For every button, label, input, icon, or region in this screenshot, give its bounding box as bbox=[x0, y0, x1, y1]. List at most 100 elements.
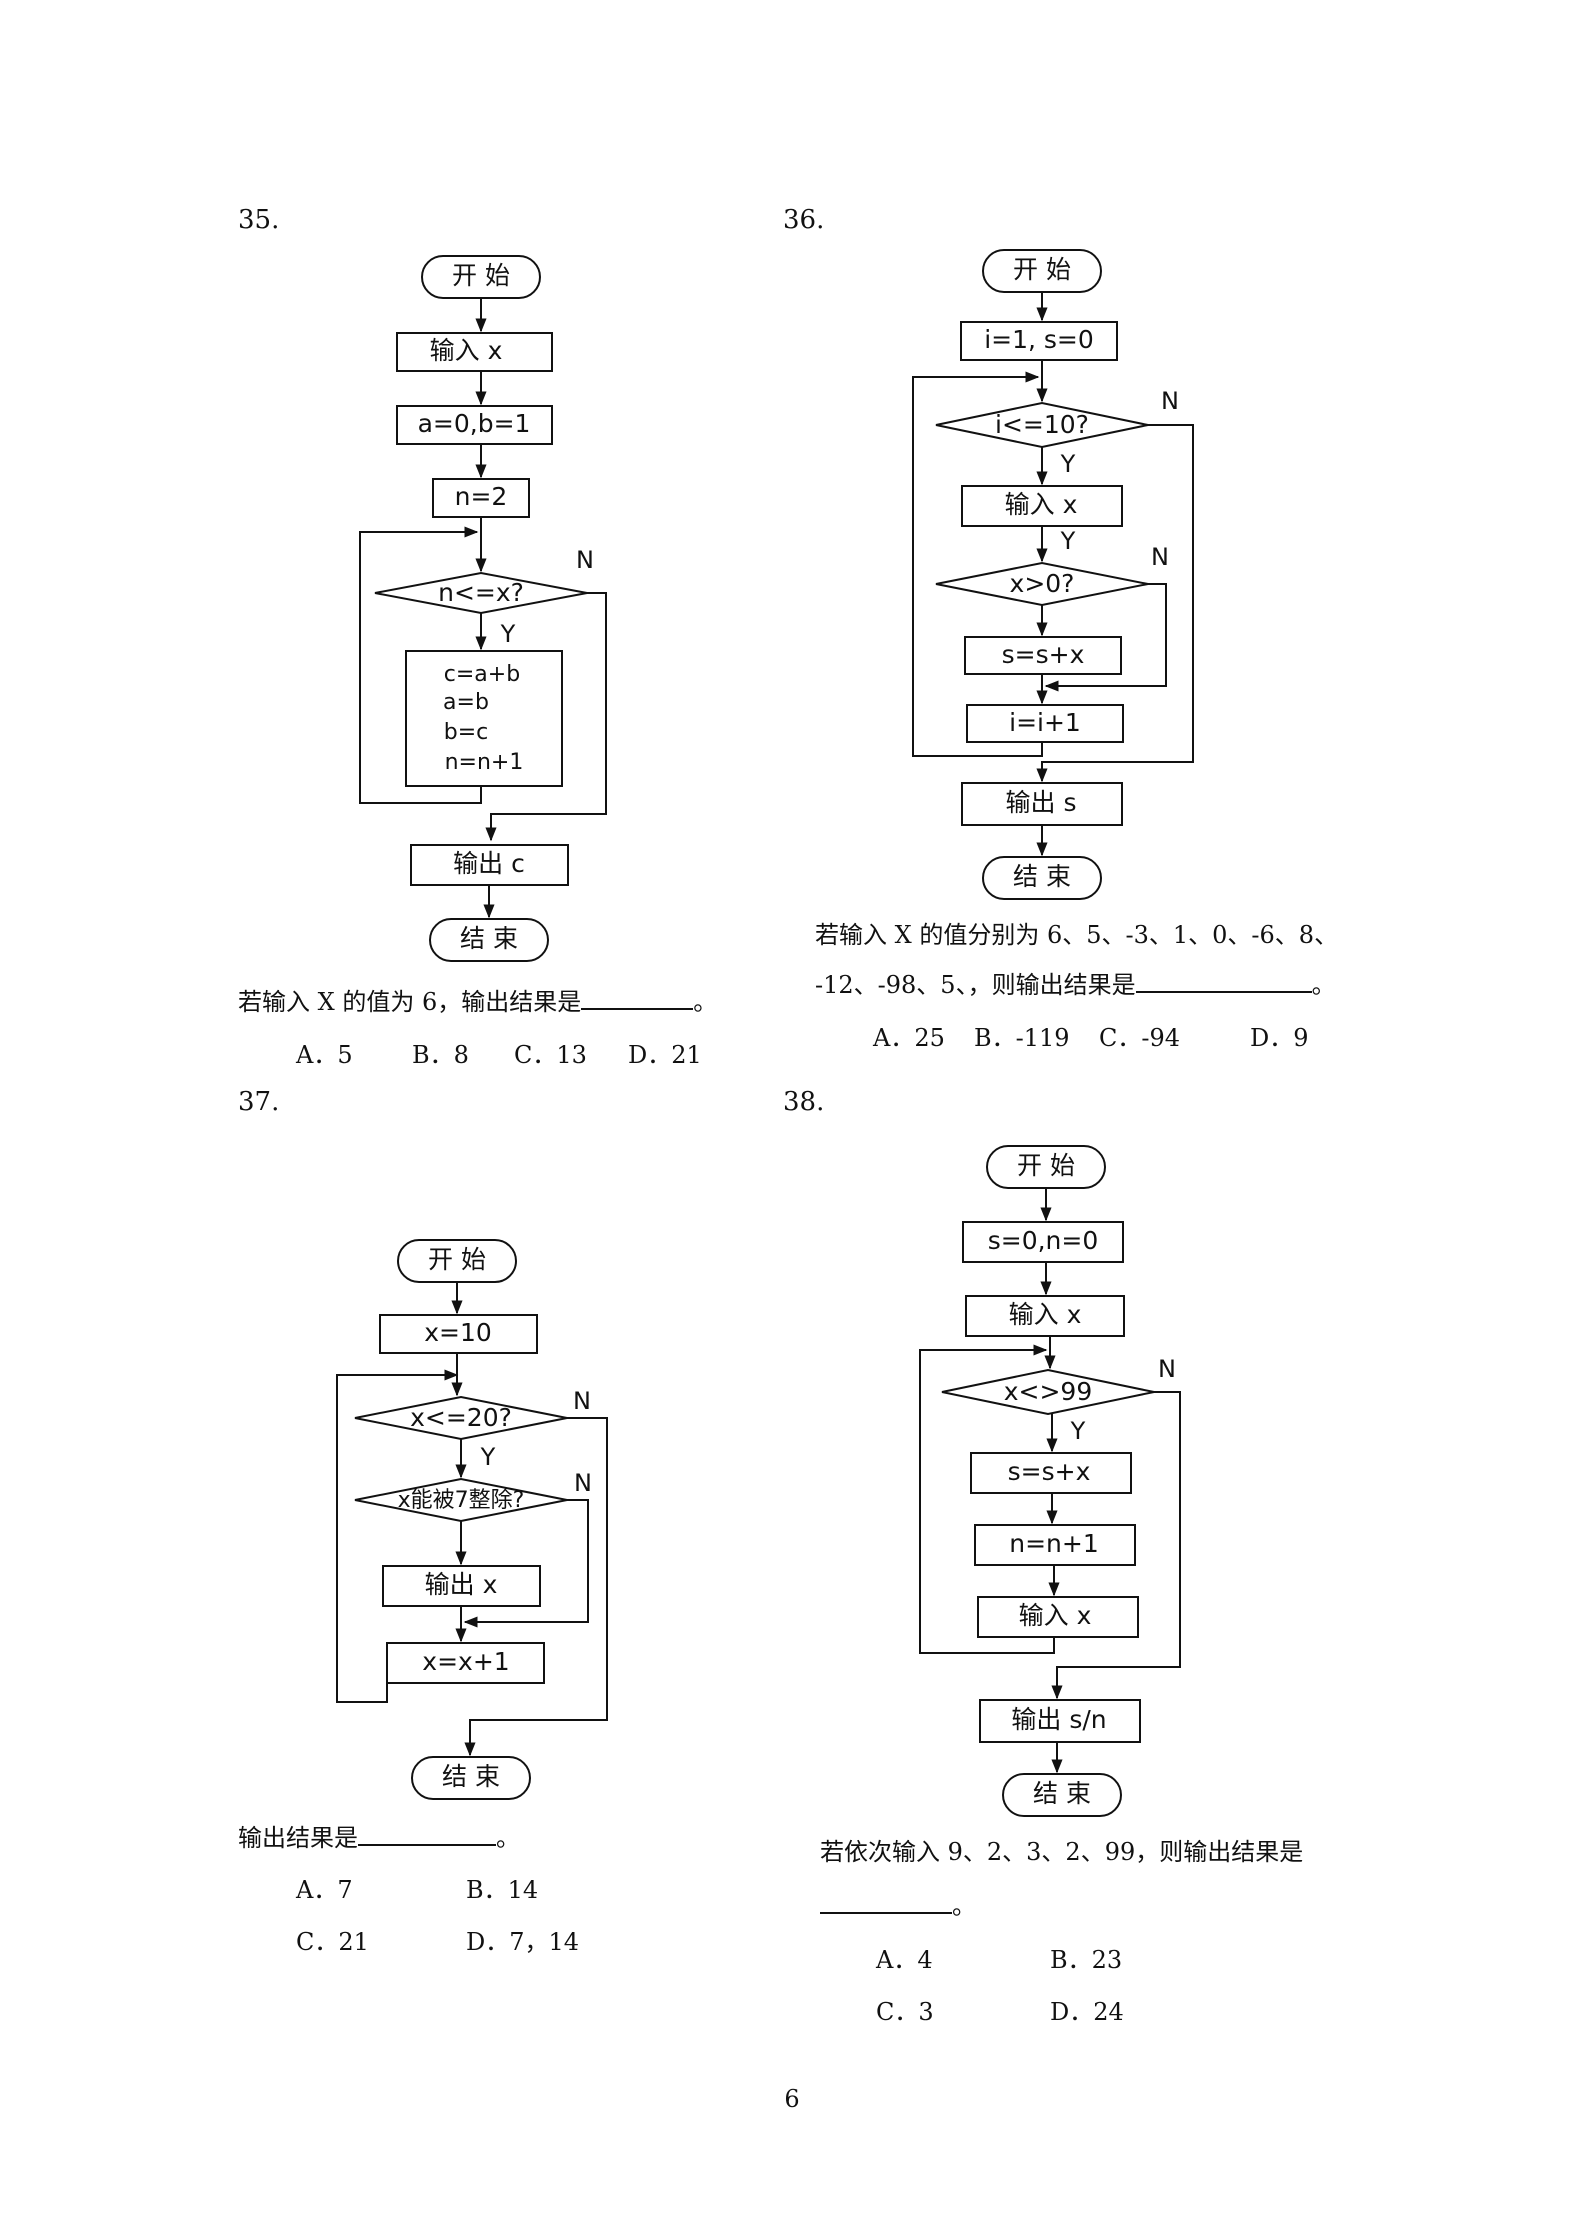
question-number: 38. bbox=[783, 1087, 825, 1117]
option-b: B．14 bbox=[466, 1876, 539, 1904]
no-label: N bbox=[576, 546, 594, 574]
input-box bbox=[396, 332, 553, 372]
start-label: 开 始 bbox=[1017, 1151, 1075, 1180]
body-line-2: a=b bbox=[443, 690, 489, 715]
body-line-1: c=a+b bbox=[444, 662, 520, 687]
yes-label: Y bbox=[1070, 1417, 1086, 1445]
no-label: N bbox=[573, 1387, 591, 1415]
sum-label: s=s+x bbox=[1002, 640, 1085, 669]
init-label: i=1, s=0 bbox=[984, 325, 1094, 354]
output-label: 输出 c bbox=[453, 849, 525, 878]
question-text: 输出结果是。 bbox=[238, 1818, 520, 1853]
output-label: 输出 s/n bbox=[1011, 1705, 1106, 1734]
answer-blank bbox=[820, 1912, 952, 1914]
end-terminal bbox=[982, 856, 1102, 900]
init-label: a=0,b=1 bbox=[418, 409, 531, 438]
init-box bbox=[379, 1314, 538, 1354]
no-label: N bbox=[574, 1469, 592, 1497]
sum-label: s=s+x bbox=[1008, 1457, 1091, 1486]
input-box bbox=[965, 1295, 1125, 1337]
question-number: 37. bbox=[238, 1087, 280, 1117]
no-label: N bbox=[1161, 387, 1179, 415]
no-branch-line bbox=[463, 1499, 589, 1628]
no-branch-line bbox=[464, 1417, 608, 1757]
start-label: 开 始 bbox=[1013, 255, 1071, 284]
condition-label: x<=20? bbox=[410, 1403, 512, 1432]
question-text-line2: -12、-98、5、，则输出结果是。 bbox=[815, 965, 1336, 1000]
yes-label: Y bbox=[1060, 527, 1076, 555]
init-box bbox=[962, 1221, 1124, 1263]
answer-blank bbox=[358, 1844, 496, 1846]
no-branch-line bbox=[1051, 1391, 1181, 1700]
option-d: D．9 bbox=[1250, 1024, 1309, 1052]
no-label: N bbox=[1151, 543, 1169, 571]
question-text-line1: 若输入 X 的值分别为 6、5、-3、1、0、-6、8、 bbox=[815, 921, 1339, 949]
question-stem: 若输入 X 的值为 6，输出结果是 bbox=[238, 988, 582, 1016]
question-end: 。 bbox=[693, 988, 718, 1016]
condition-label: n<=x? bbox=[438, 578, 524, 607]
end-label: 结 束 bbox=[460, 924, 518, 953]
body-line-4: n=n+1 bbox=[445, 750, 524, 775]
end-label: 结 束 bbox=[1033, 1779, 1091, 1808]
init-box bbox=[396, 405, 553, 445]
input-box bbox=[977, 1596, 1139, 1638]
no-branch-line bbox=[485, 592, 607, 842]
loop-back-line bbox=[919, 1344, 1055, 1654]
increment-box bbox=[966, 704, 1124, 743]
increment-label: n=n+1 bbox=[1009, 1529, 1099, 1558]
question-text: 若依次输入 9、2、3、2、99，则输出结果是 bbox=[820, 1838, 1304, 1866]
start-label: 开 始 bbox=[428, 1245, 486, 1274]
question-number: 35. bbox=[238, 205, 280, 235]
n-init-label: n=2 bbox=[455, 482, 508, 511]
yes-label: Y bbox=[480, 1443, 496, 1471]
init-label: x=10 bbox=[424, 1318, 492, 1347]
end-terminal bbox=[1002, 1773, 1122, 1817]
no-branch-line bbox=[1044, 583, 1167, 692]
option-d: D．7，14 bbox=[466, 1928, 580, 1956]
question-stem: 输出结果是 bbox=[238, 1824, 358, 1852]
question-end: 。 bbox=[952, 1892, 976, 1920]
no-label: N bbox=[1158, 1355, 1176, 1383]
option-b: B．8 bbox=[412, 1041, 469, 1069]
option-c: C．21 bbox=[296, 1928, 369, 1956]
question-stem: -12、-98、5、，则输出结果是 bbox=[815, 971, 1136, 999]
option-a: A．5 bbox=[296, 1041, 353, 1069]
end-terminal bbox=[429, 918, 549, 962]
option-a: A．25 bbox=[873, 1024, 945, 1052]
increment-label: i=i+1 bbox=[1009, 708, 1081, 737]
option-a: A．4 bbox=[876, 1946, 933, 1974]
end-label: 结 束 bbox=[442, 1762, 500, 1791]
init-box bbox=[960, 321, 1118, 361]
output-label: 输出 x bbox=[425, 1570, 498, 1599]
end-label: 结 束 bbox=[1013, 862, 1071, 891]
option-c: C．-94 bbox=[1099, 1024, 1181, 1052]
condition-label: x能被7整除? bbox=[398, 1488, 525, 1513]
loop-body-box bbox=[405, 650, 563, 787]
input-label: 输入 x bbox=[430, 336, 503, 365]
yes-label: Y bbox=[500, 620, 516, 648]
condition-label: x>0? bbox=[1010, 569, 1075, 598]
loop-back-line bbox=[912, 371, 1043, 757]
option-c: C．3 bbox=[876, 1998, 934, 2026]
condition-label: x<>99 bbox=[1004, 1377, 1093, 1406]
increment-label: x=x+1 bbox=[422, 1647, 509, 1676]
option-b: B．-119 bbox=[974, 1024, 1070, 1052]
input-label: 输入 x bbox=[1009, 1300, 1082, 1329]
start-label: 开 始 bbox=[452, 261, 510, 290]
body-line-3: b=c bbox=[444, 720, 489, 745]
answer-blank bbox=[581, 1008, 694, 1010]
output-label: 输出 s bbox=[1006, 788, 1077, 817]
loop-back-line bbox=[336, 1369, 459, 1703]
page-number: 6 bbox=[784, 2085, 800, 2113]
yes-label: Y bbox=[1060, 450, 1076, 478]
loop-back-line bbox=[359, 526, 482, 804]
option-d: D．24 bbox=[1050, 1998, 1124, 2026]
option-b: B．23 bbox=[1050, 1946, 1123, 1974]
answer-blank bbox=[1135, 991, 1312, 993]
input-label: 输入 x bbox=[1005, 490, 1078, 519]
option-a: A．7 bbox=[296, 1876, 353, 1904]
